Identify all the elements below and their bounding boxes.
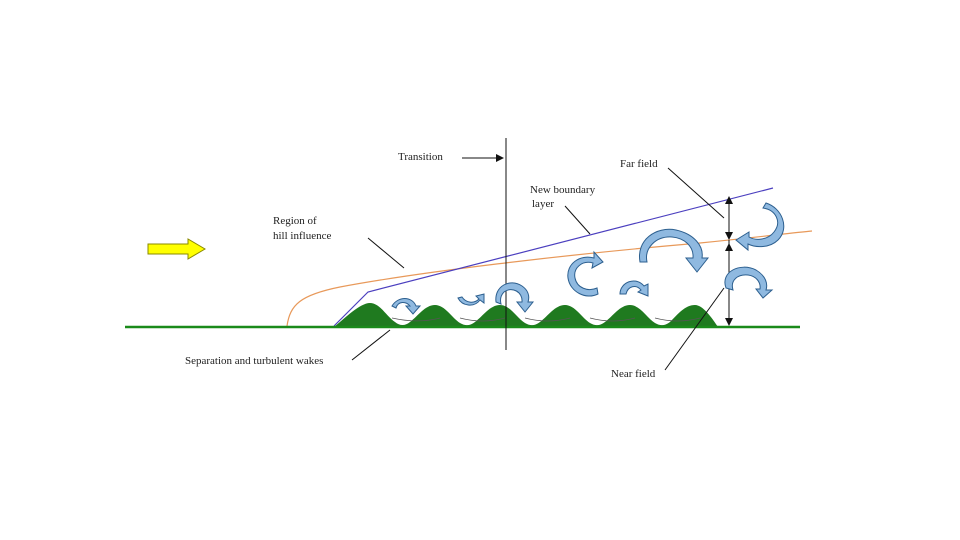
hills [334, 303, 718, 327]
new-boundary-layer-label-line2: layer [532, 198, 554, 210]
arrowhead-icon [725, 318, 733, 326]
transition-arrowhead-icon [496, 154, 504, 162]
hill-influence-label-line2: hill influence [273, 230, 332, 242]
new-boundary-layer-label-line1: New boundary [530, 184, 596, 196]
separation-leader [351, 329, 391, 361]
arrowhead-icon [725, 196, 733, 204]
boundary-layer-line [333, 187, 774, 327]
curved-arrow-icon [619, 280, 649, 297]
transition-label: Transition [398, 151, 443, 163]
curved-arrow-icon [724, 266, 774, 299]
hill-influence-curve [286, 230, 813, 327]
curved-arrow-icon [639, 228, 710, 273]
separation-label: Separation and turbulent wakes [185, 355, 324, 367]
wake-lines [391, 317, 701, 322]
arrowhead-icon [725, 243, 733, 251]
far-field-label: Far field [620, 158, 658, 170]
near-field-leader [664, 287, 725, 371]
far-field-leader [667, 167, 725, 219]
near-field-label: Near field [611, 368, 656, 380]
hill-influence-leader [367, 237, 405, 269]
boundary-layer-leader [564, 205, 591, 235]
curved-arrow-icon [391, 298, 422, 315]
hill-influence-label-line1: Region of [273, 215, 317, 227]
curved-arrow-icon [567, 250, 604, 297]
eddies [391, 202, 785, 315]
arrowhead-icon [725, 232, 733, 240]
curved-arrow-icon [457, 293, 485, 306]
flow-direction-icon [147, 238, 206, 260]
curved-arrow-icon [495, 282, 535, 313]
curved-arrow-icon [735, 202, 785, 252]
